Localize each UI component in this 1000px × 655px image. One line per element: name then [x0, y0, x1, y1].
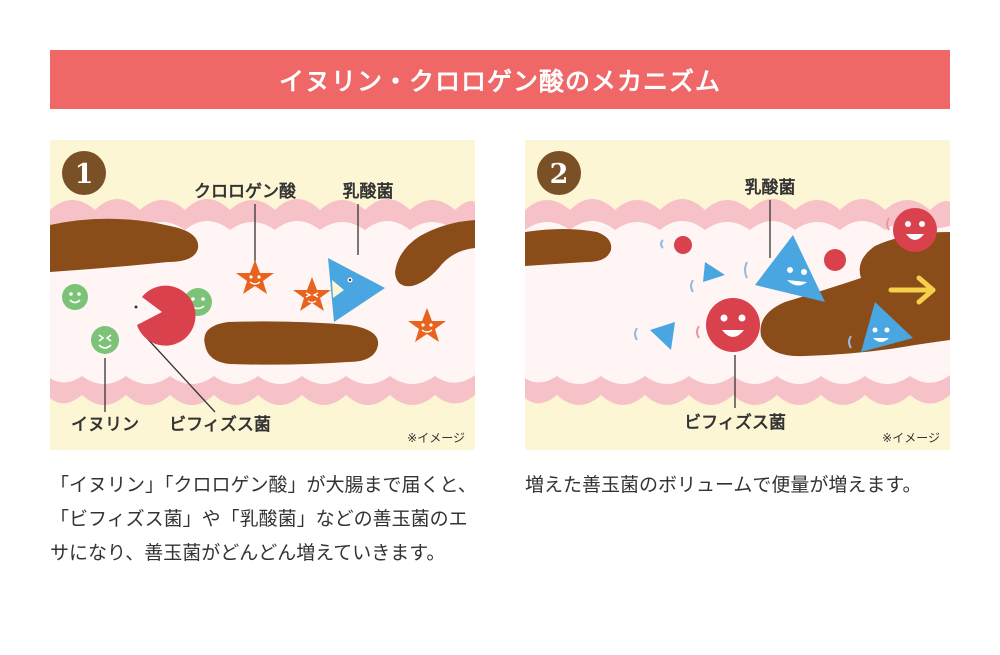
label-lactic-acid-bacteria: 乳酸菌 [745, 177, 796, 198]
mechanism-panel-1: 1 クロロゲン酸 乳酸菌 イヌリン ビフィズス菌 [50, 140, 475, 450]
panel-1-illustration: 1 クロロゲン酸 乳酸菌 イヌリン ビフィズス菌 [50, 140, 475, 450]
step-1-badge [62, 151, 106, 195]
image-note: ※イメージ [407, 431, 465, 445]
lactic-acid-bacteria-character [861, 302, 913, 352]
bifidobacteria-character [893, 208, 937, 252]
motion-lines-red [696, 217, 890, 339]
step-2-number: 2 [550, 159, 569, 190]
page-title-banner: イヌリン・クロロゲン酸のメカニズム [50, 50, 950, 109]
panel-1-caption: 「イヌリン」「クロロゲン酸」が大腸まで届くと、「ビフィズス菌」や「乳酸菌」などの… [50, 474, 477, 564]
chlorogenic-acid-star [408, 308, 446, 342]
inulin-particle [91, 326, 119, 354]
motion-lines [634, 239, 852, 349]
label-bifidobacteria: ビフィズス菌 [684, 412, 786, 433]
bifidobacteria-character [133, 285, 196, 346]
label-bifidobacteria: ビフィズス菌 [169, 414, 271, 435]
lactic-acid-bacteria-character [755, 235, 825, 302]
stool-left [50, 218, 199, 272]
panel-2-illustration: 2 乳酸菌 ビフィズス菌 [525, 140, 950, 450]
mechanism-panel-2: 2 乳酸菌 ビフィズス菌 [525, 140, 950, 450]
chlorogenic-acid-star [236, 260, 274, 294]
page-title: イヌリン・クロロゲン酸のメカニズム [278, 66, 721, 96]
label-chlorogenic-acid: クロロゲン酸 [194, 181, 297, 202]
bifidobacteria-character [706, 298, 760, 352]
stool-large [760, 232, 950, 357]
bifidobacteria-small [824, 249, 846, 271]
stool-right [395, 220, 475, 287]
forward-arrow-icon [888, 275, 936, 305]
lactic-acid-bacteria-small [703, 262, 725, 282]
bifidobacteria-small [674, 236, 692, 254]
inulin-particle [62, 284, 88, 310]
stool-center [204, 321, 379, 365]
image-note: ※イメージ [882, 431, 940, 445]
chlorogenic-acid-star [293, 277, 331, 311]
step-1-number: 1 [75, 159, 94, 190]
leader-bifidobacteria [144, 335, 216, 413]
step-2-badge [537, 151, 581, 195]
lactic-acid-bacteria-small [650, 322, 675, 350]
panel-2-caption: 増えた善玉菌のボリュームで便量が増えます。 [525, 474, 922, 496]
lactic-acid-bacteria-character [328, 258, 385, 322]
label-lactic-acid-bacteria: 乳酸菌 [343, 181, 394, 202]
label-inulin: イヌリン [71, 415, 139, 435]
stool-left [525, 229, 612, 266]
